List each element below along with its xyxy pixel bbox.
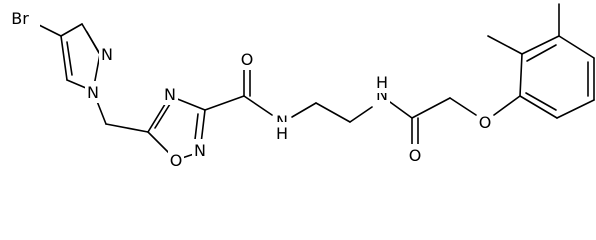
atom-label: Br [11,9,29,28]
atom-h-2: H [375,71,389,93]
atom-background [168,149,184,171]
atom-background [375,71,389,93]
atom-background [239,48,255,70]
bond-lines [34,3,595,161]
atom-n-ox4: N [162,83,178,105]
atom-label: O [241,50,254,69]
atom-background [0,7,40,29]
atom-n-pz2: N [99,43,115,65]
atom-label: O [170,151,183,170]
atom-background [275,122,289,144]
atom-background [99,43,115,65]
atom-h-1: H [275,122,289,144]
atom-background [407,144,423,166]
atom-n-pz1: N [85,81,101,103]
atom-label: N [376,85,388,104]
atom-background [192,139,208,161]
atom-label: H [376,73,388,92]
atom-br: Br [0,7,40,29]
atom-label: N [164,85,176,104]
atom-o-amide1: O [239,48,255,70]
atom-label: N [194,141,206,160]
atom-label: O [409,146,422,165]
atom-o-ox1: O [168,149,184,171]
atom-label: H [276,124,288,143]
atom-background [477,111,493,133]
atom-n-ox2: N [192,139,208,161]
atom-background [85,81,101,103]
atom-label: N [276,112,288,131]
atom-label: N [87,83,99,102]
atom-label: N [101,45,113,64]
atom-o-ether: O [477,111,493,133]
atom-label: O [479,113,492,132]
atom-background [162,83,178,105]
atom-o-amide2: O [407,144,423,166]
